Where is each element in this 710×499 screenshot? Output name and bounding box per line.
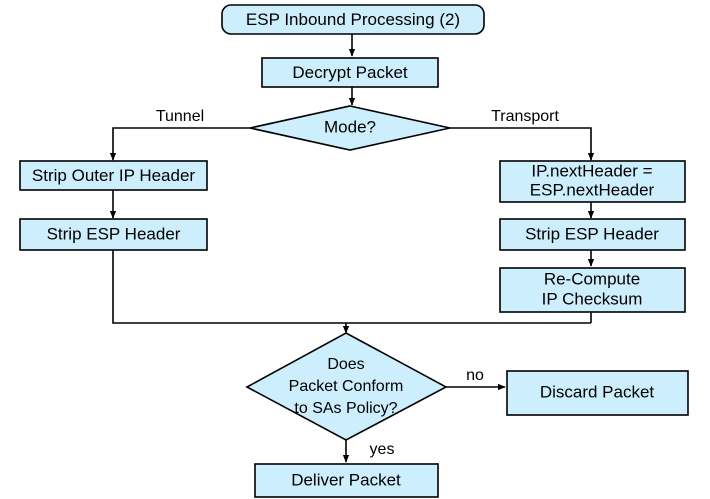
discard-packet-shape [506,370,689,416]
edge-label-tunnel: Tunnel [156,108,204,125]
node-strip-outer-ip-header[interactable]: Strip Outer IP Header [19,160,208,191]
conform-decision-label-line1: Does [327,356,364,373]
node-decrypt-packet[interactable]: Decrypt Packet [261,57,439,88]
strip-esp-header-transport-label: Strip ESP Header [525,224,659,243]
node-strip-esp-header-transport[interactable]: Strip ESP Header [499,218,686,251]
node-start-terminator[interactable]: ESP Inbound Processing (2) [221,4,485,35]
recompute-ip-checksum-label-line2: IP Checksum [542,289,643,308]
node-strip-esp-header-tunnel[interactable]: Strip ESP Header [19,218,208,251]
conform-decision-shape [245,332,448,441]
node-conform-decision[interactable]: Does Packet Conform to SAs Policy? [245,332,448,441]
edge-labels-layer: Tunnel Transport no yes [156,108,560,458]
node-deliver-packet[interactable]: Deliver Packet [254,463,439,498]
discard-packet-label: Discard Packet [540,382,655,401]
node-discard-packet[interactable]: Discard Packet [506,370,689,416]
mode-decision-label: Mode? [324,117,376,136]
strip-outer-ip-header-label: Strip Outer IP Header [32,166,195,185]
strip-esp-header-transport-shape [499,218,686,251]
ip-next-header-assign-shape [499,160,686,203]
conform-decision-label-line2: Packet Conform [289,378,404,395]
deliver-packet-label: Deliver Packet [291,470,401,489]
edge-tunnel-to-merge [112,250,591,324]
strip-outer-ip-header-shape [19,160,208,191]
start-terminator-label: ESP Inbound Processing (2) [246,10,460,29]
deliver-packet-shape [254,463,439,498]
node-ip-next-header-assign[interactable]: IP.nextHeader = ESP.nextHeader [499,160,686,203]
edge-label-no: no [466,367,484,384]
node-recompute-ip-checksum[interactable]: Re-Compute IP Checksum [499,267,686,313]
decrypt-packet-label: Decrypt Packet [292,63,408,82]
ip-next-header-assign-label-line2: ESP.nextHeader [530,180,655,199]
edge-mode-to-next-header [450,127,595,161]
node-mode-decision[interactable]: Mode? [249,105,451,151]
start-terminator-shape [221,4,485,35]
edge-label-yes: yes [370,441,395,458]
edge-label-transport: Transport [491,108,559,125]
conform-decision-label-line3: to SAs Policy? [294,400,397,417]
strip-esp-header-tunnel-label: Strip ESP Header [47,224,181,243]
edges-layer [109,34,595,463]
recompute-ip-checksum-label-line1: Re-Compute [544,269,640,288]
mode-decision-shape [249,105,451,151]
edge-mode-to-strip-outer-ip [109,127,250,161]
recompute-ip-checksum-shape [499,267,686,313]
ip-next-header-assign-label-line1: IP.nextHeader = [531,161,652,180]
decrypt-packet-shape [261,57,439,88]
strip-esp-header-tunnel-shape [19,218,208,251]
